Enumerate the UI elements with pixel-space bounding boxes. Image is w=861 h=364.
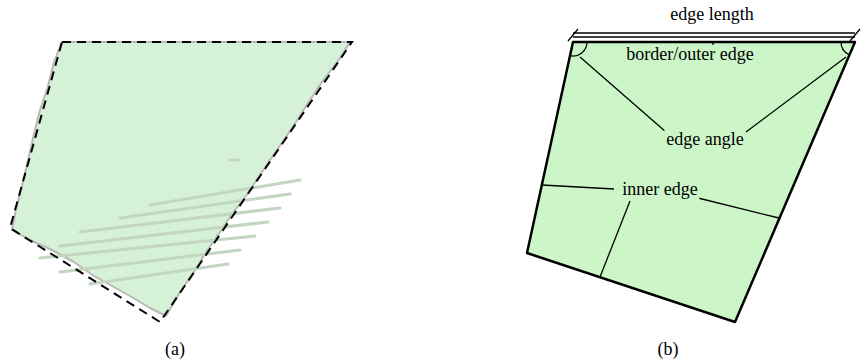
leader-line [698,198,779,218]
dashed-outline [10,42,352,322]
leader-line [542,185,614,189]
dimension-line [568,29,860,41]
polygon [527,42,855,322]
dimension-label: edge length [670,5,753,25]
angle-arc [841,42,850,55]
panel-label: (b) [658,340,679,360]
faint-print [40,160,300,284]
paper-piece [12,42,350,316]
edge-label: border/outer edge [624,45,755,65]
leader-line [580,57,666,132]
angle-label: edge angle [664,130,745,150]
leader-line [746,57,846,132]
leader-line [600,201,630,277]
angle-arc [570,42,587,56]
leader-lines [542,42,850,277]
panel-label: (a) [165,340,185,360]
paper-shape: border/outer edge edge angle inner edge [520,35,860,330]
edge-label: inner edge [620,180,699,200]
